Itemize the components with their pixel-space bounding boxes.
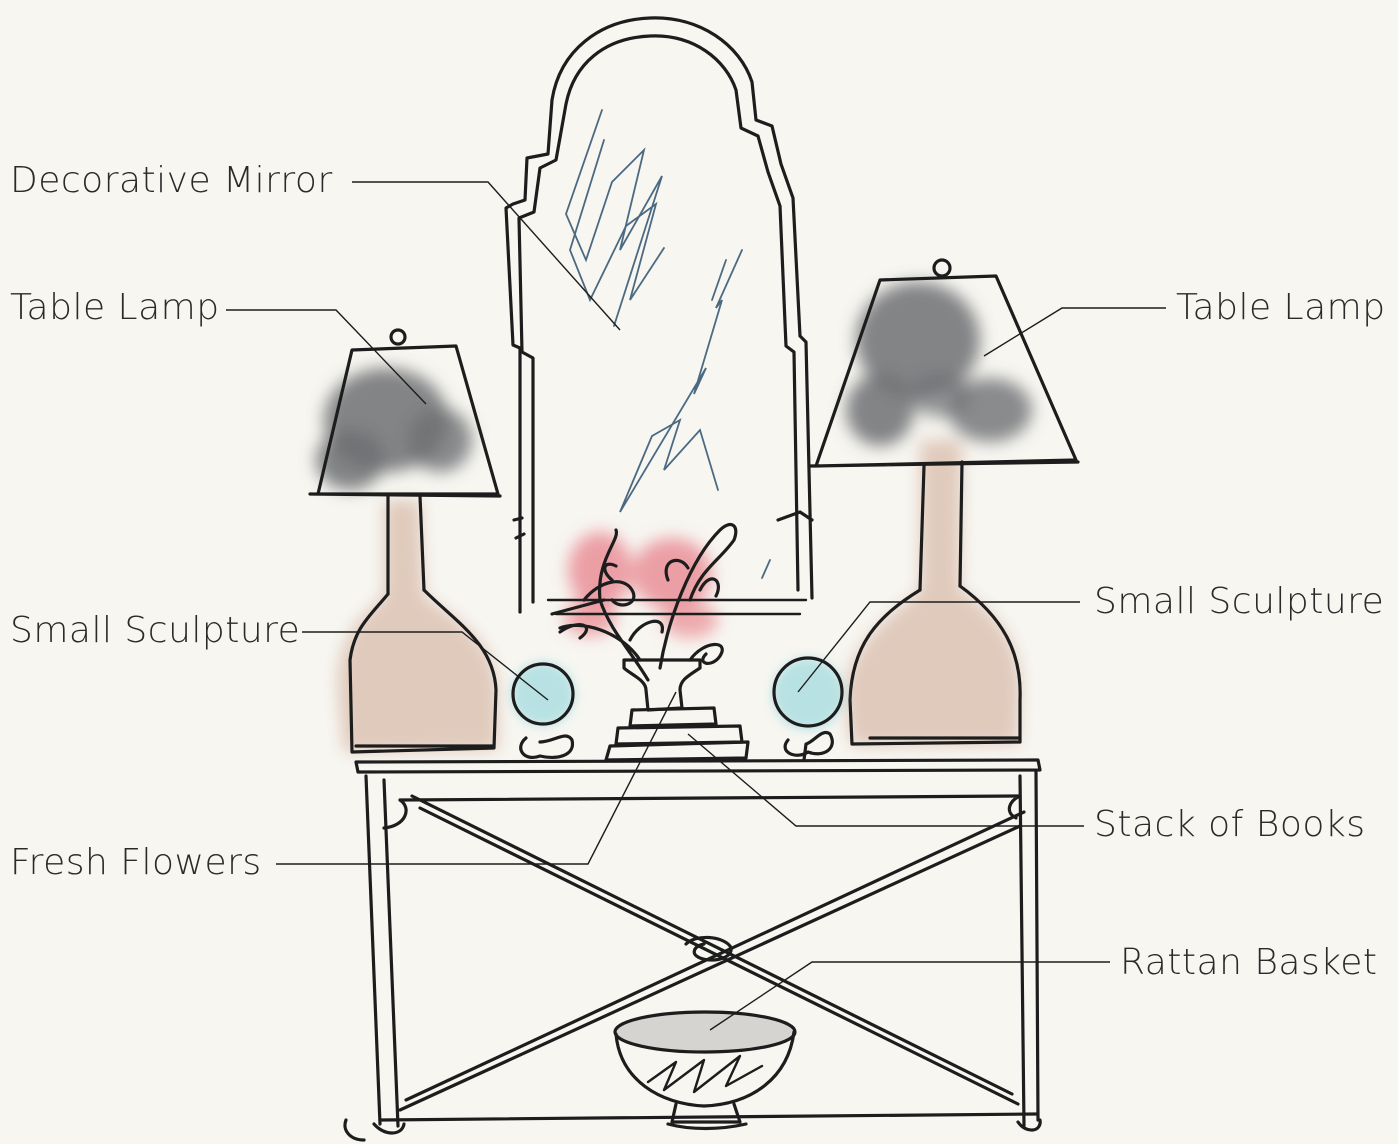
rattan-basket	[615, 1012, 795, 1129]
book-top	[630, 708, 716, 726]
label-table-lamp-right: Table Lamp	[1176, 290, 1386, 326]
fresh-flowers	[548, 525, 806, 710]
lamp-right-finial	[934, 260, 950, 276]
lamp-right-base-wash	[844, 440, 1021, 746]
lamp-left-shade-wash	[316, 368, 472, 490]
table-stretcher-x	[400, 796, 1024, 1110]
basket-weave	[648, 1056, 762, 1092]
label-rattan-basket: Rattan Basket	[1120, 945, 1378, 981]
label-table-lamp-left: Table Lamp	[10, 290, 220, 326]
book-bottom	[606, 742, 748, 760]
small-sculpture-right	[772, 658, 844, 760]
stack-of-books	[606, 708, 748, 760]
lamp-left-finial	[391, 330, 405, 344]
label-stack-of-books: Stack of Books	[1094, 807, 1365, 843]
lamp-right-shade-wash	[846, 282, 1032, 446]
label-small-sculpture-right: Small Sculpture	[1094, 584, 1384, 620]
leader-decorative-mirror	[352, 182, 620, 330]
sculpture-left-wash	[511, 662, 575, 726]
mirror-reflection-strokes	[566, 110, 770, 578]
flower-vase	[624, 660, 700, 710]
table-lamp-right	[810, 260, 1078, 746]
label-decorative-mirror: Decorative Mirror	[10, 163, 333, 199]
stretcher-center-knot	[686, 937, 731, 960]
mirror-outer-frame	[506, 18, 812, 612]
table-left-leg	[366, 776, 404, 1133]
small-sculpture-left	[511, 662, 575, 757]
table-apron	[384, 796, 1020, 828]
table-lamp-left	[310, 330, 500, 752]
table-top	[356, 760, 1040, 772]
decorative-mirror	[506, 18, 812, 612]
sculpture-right-stand	[785, 733, 832, 760]
label-fresh-flowers: Fresh Flowers	[10, 845, 262, 881]
label-small-sculpture-left: Small Sculpture	[10, 613, 300, 649]
console-table	[345, 760, 1040, 1140]
mirror-right-bottom-step	[778, 512, 812, 520]
sculpture-left-stand	[521, 736, 573, 757]
